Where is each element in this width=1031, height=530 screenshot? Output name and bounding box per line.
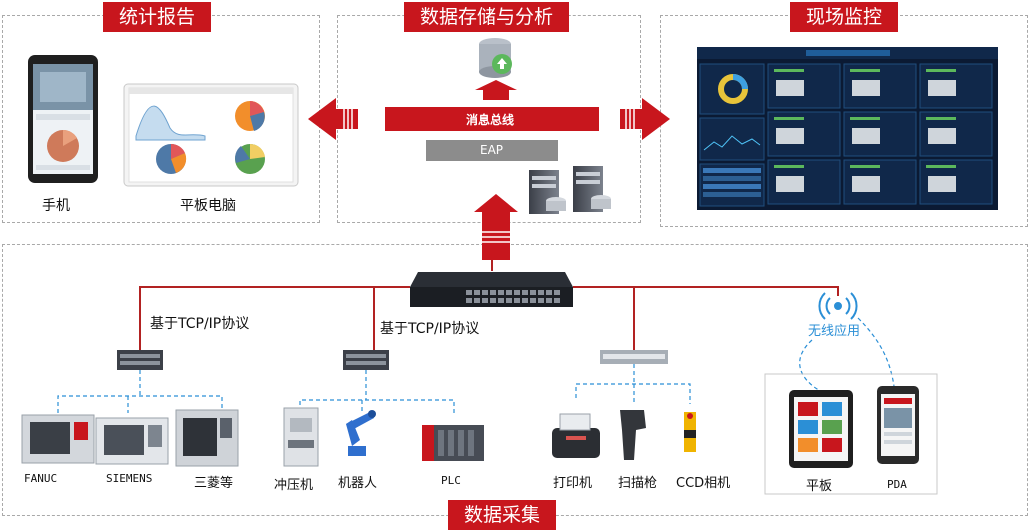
switch-port	[482, 298, 488, 303]
switch-port	[482, 290, 488, 295]
switch-port	[490, 290, 496, 295]
stats-title: 统计报告	[103, 2, 212, 32]
left-arrow-icon	[308, 98, 358, 140]
monitor-card-machine	[852, 176, 880, 192]
plc-label: PLC	[441, 474, 461, 487]
eap-label: EAP	[480, 143, 504, 157]
monitor-card-status	[850, 117, 880, 120]
monitor-card-status	[850, 165, 880, 168]
uplink-arrow-icon	[474, 194, 518, 260]
switch-port	[506, 290, 512, 295]
scanner-label: 扫描枪	[618, 476, 658, 491]
monitor-card-machine	[776, 80, 804, 96]
wireless-label: 无线应用	[808, 324, 861, 339]
database-icon	[479, 38, 512, 78]
scanner-icon	[620, 410, 646, 460]
message-bus-bar	[385, 107, 599, 131]
plc-icon	[422, 425, 484, 461]
mitsubishi-machine-icon	[175, 409, 239, 467]
gateway-icon	[600, 350, 668, 364]
switch-port	[498, 298, 504, 303]
monitor-card-status	[926, 117, 956, 120]
siemens-machine-icon	[95, 417, 169, 465]
monitor-card-status	[850, 69, 880, 72]
server-icon	[529, 170, 566, 214]
device-links	[57, 317, 895, 414]
tablet-pc-label: 平板电脑	[180, 198, 236, 214]
monitor-card-machine	[852, 128, 880, 144]
switch-port	[554, 298, 560, 303]
monitor-card-machine	[776, 176, 804, 192]
pda-icon	[877, 386, 919, 464]
switch-port	[498, 290, 504, 295]
network-switch-icon	[410, 272, 573, 307]
monitor-card-status	[774, 117, 804, 120]
gateway-icon	[343, 350, 389, 370]
switch-port	[554, 290, 560, 295]
protocol-label-left: 基于TCP/IP协议	[150, 316, 250, 332]
switch-port	[514, 290, 520, 295]
gateway-icon	[117, 350, 163, 370]
switch-port	[530, 298, 536, 303]
tablet-icon	[789, 390, 853, 468]
mitsubishi-label: 三菱等	[194, 476, 234, 491]
press-machine-icon	[283, 407, 319, 467]
storage-title: 数据存储与分析	[404, 2, 570, 32]
ccd-camera-label: CCD相机	[676, 476, 731, 491]
switch-port	[474, 290, 480, 295]
monitor-card-status	[774, 69, 804, 72]
monitor-card-machine	[928, 80, 956, 96]
message-bus-label: 消息总线	[466, 113, 515, 127]
switch-port	[522, 298, 528, 303]
right-arrow-icon	[620, 98, 670, 140]
switch-port	[466, 298, 472, 303]
switch-port	[530, 290, 536, 295]
robot-arm-icon	[346, 410, 376, 456]
wireless-signal-icon	[818, 292, 858, 320]
monitor-cards	[767, 63, 993, 205]
robot-label: 机器人	[338, 476, 378, 491]
fanuc-label: FANUC	[24, 472, 58, 485]
protocol-label-middle: 基于TCP/IP协议	[380, 321, 480, 337]
monitor-card-machine	[776, 128, 804, 144]
monitor-card-status	[926, 69, 956, 72]
monitor-card-status	[926, 165, 956, 168]
switch-port	[466, 290, 472, 295]
switch-port	[506, 298, 512, 303]
switch-port	[538, 290, 544, 295]
printer-icon	[552, 413, 600, 458]
switch-port	[490, 298, 496, 303]
tablet-pc-icon	[123, 83, 299, 187]
monitor-card-machine	[852, 80, 880, 96]
server-icon	[573, 166, 611, 212]
switch-port	[522, 290, 528, 295]
eap-bar	[426, 140, 558, 161]
monitor-title: 现场监控	[790, 2, 899, 32]
wireless-box	[764, 373, 938, 495]
monitor-card-machine	[928, 128, 956, 144]
press-label: 冲压机	[274, 478, 314, 493]
switch-port	[538, 298, 544, 303]
switch-port	[546, 290, 552, 295]
phone-icon	[28, 55, 98, 183]
up-arrow-icon	[475, 80, 517, 100]
phone-label: 手机	[42, 198, 70, 214]
fanuc-machine-icon	[21, 414, 95, 464]
printer-label: 打印机	[553, 476, 593, 491]
tablet-label: 平板	[806, 479, 833, 494]
collect-title: 数据采集	[448, 500, 557, 530]
pda-label: PDA	[887, 478, 907, 491]
switch-port	[474, 298, 480, 303]
switch-port	[514, 298, 520, 303]
switch-port	[546, 298, 552, 303]
monitor-card-machine	[928, 176, 956, 192]
ccd-camera-icon	[684, 412, 696, 452]
monitor-card-status	[774, 165, 804, 168]
siemens-label: SIEMENS	[106, 472, 153, 485]
